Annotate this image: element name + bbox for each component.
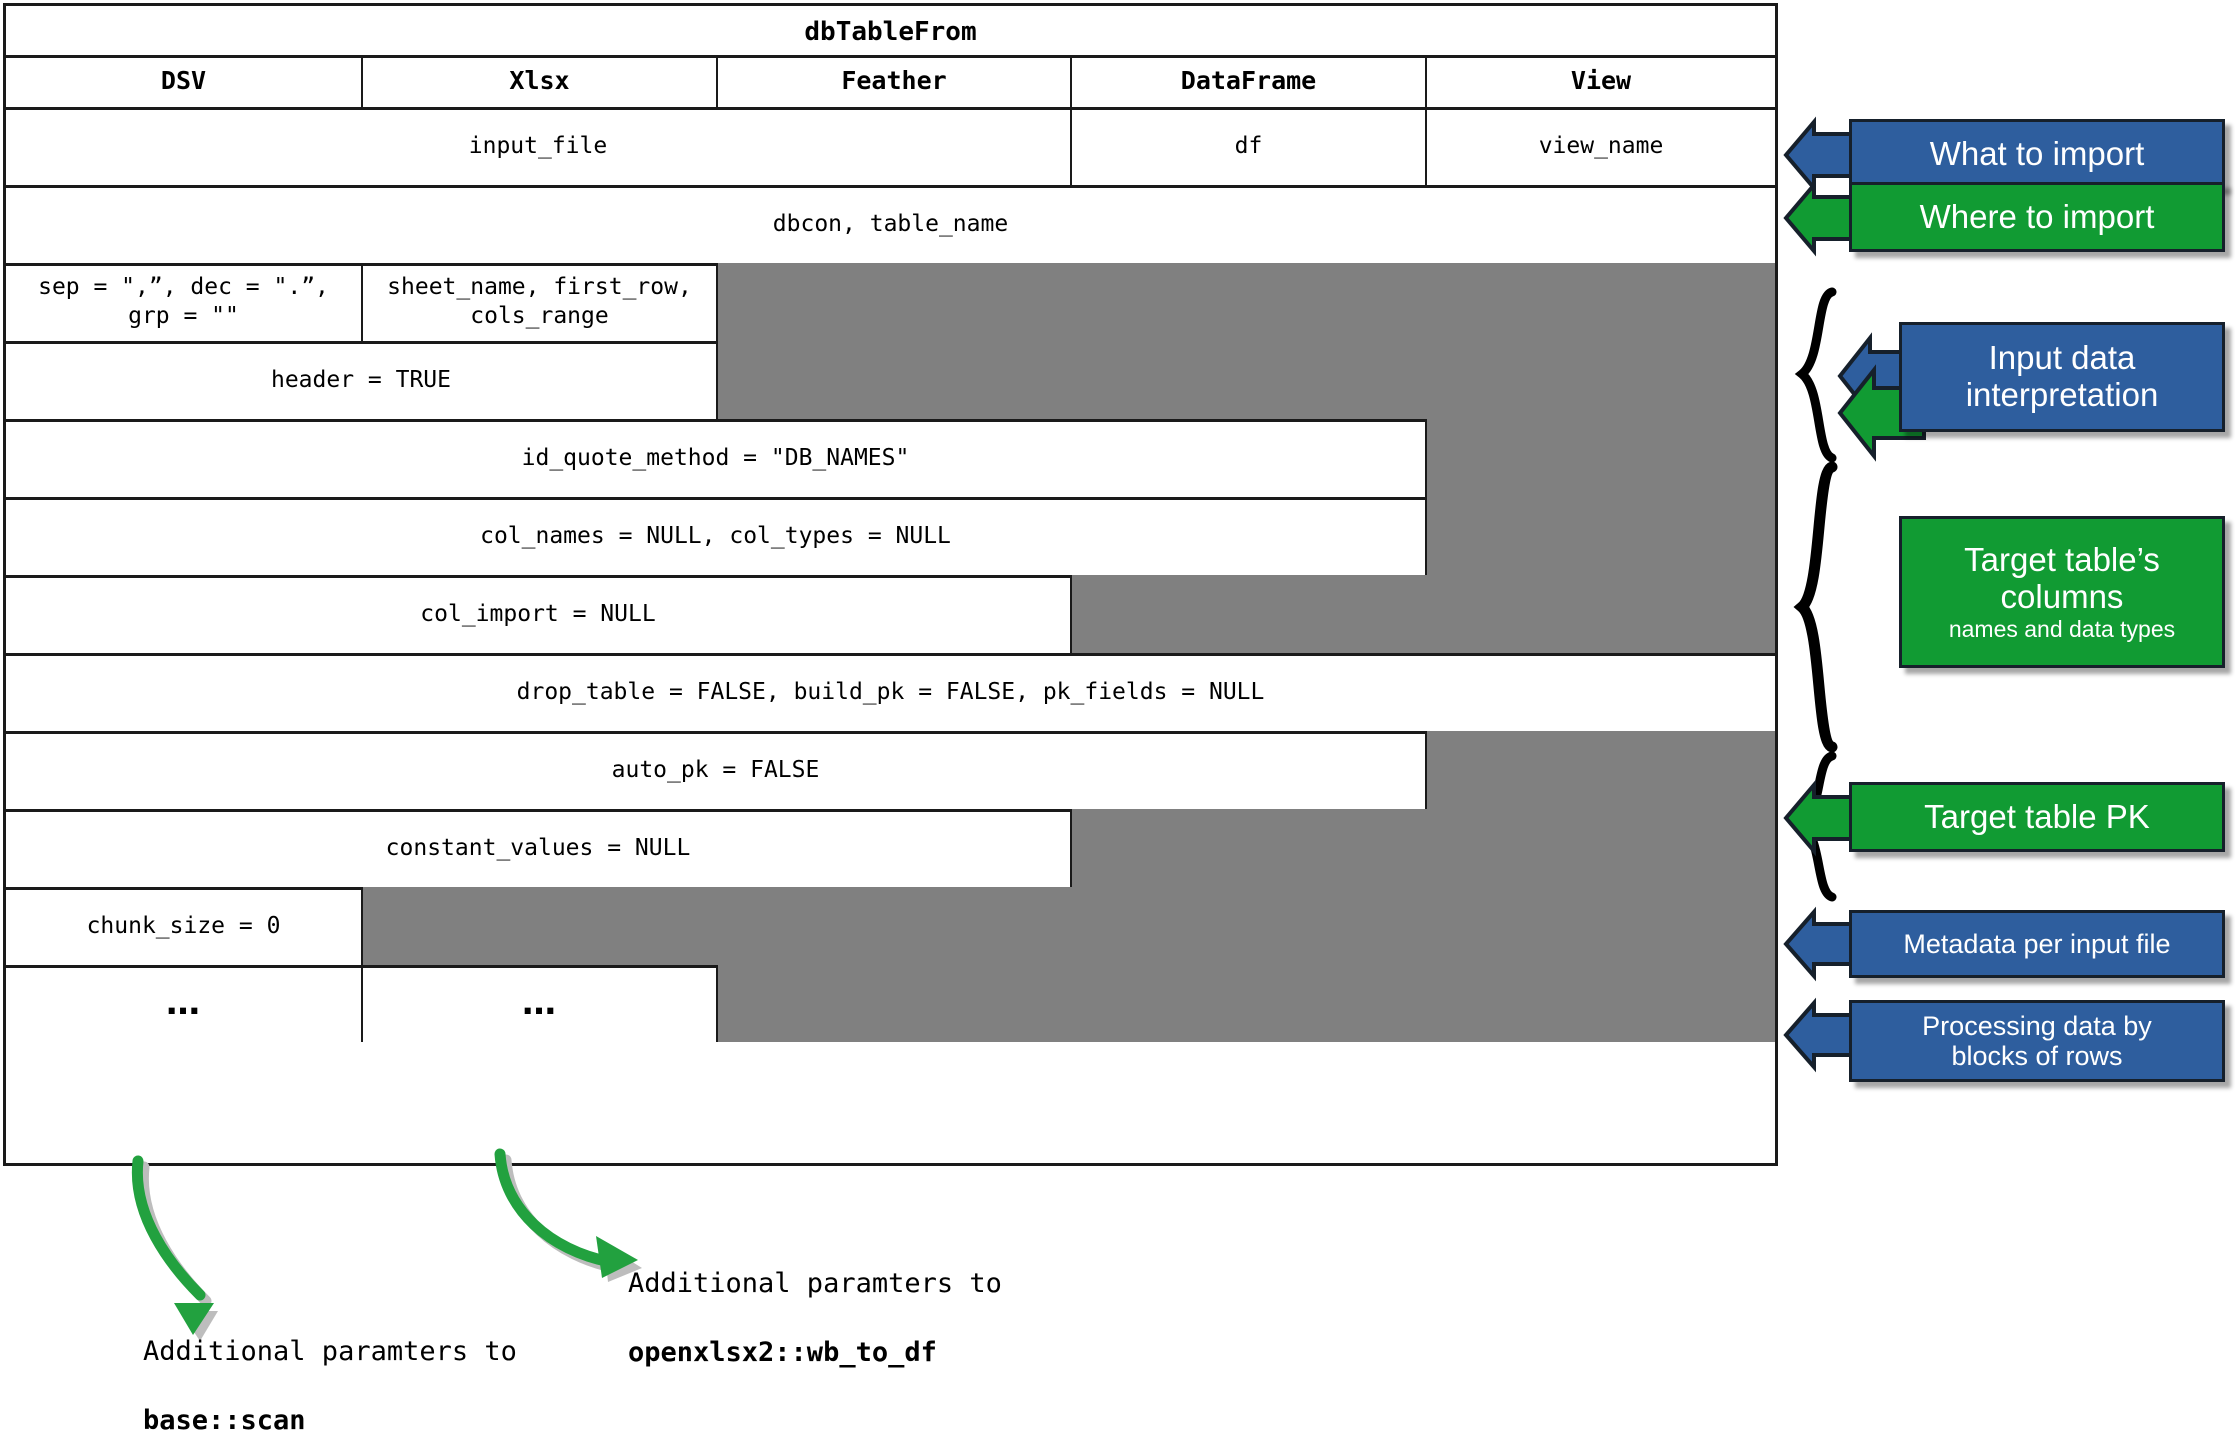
callout-sublabel: names and data types xyxy=(1948,615,2176,642)
note-line2: base::scan xyxy=(143,1404,306,1436)
cell-parameter: dbcon, table_name xyxy=(772,210,1009,237)
divider xyxy=(6,107,1775,110)
row-connection: dbcon, table_name xyxy=(6,185,1775,263)
note-base-scan: Additional paramters to base::scan xyxy=(143,1300,517,1438)
divider xyxy=(6,731,1775,734)
divider xyxy=(6,575,1775,578)
cell-parameter: … xyxy=(363,965,718,1042)
callout-label: What to import xyxy=(1929,134,2145,172)
row-col-import: col_import = NULL xyxy=(6,575,1775,653)
cell-parameter: col_import = NULL xyxy=(6,575,1072,653)
note-wb-to-df: Additional paramters to openxlsx2::wb_to… xyxy=(628,1232,1002,1370)
cell-parameter: view_name xyxy=(1538,132,1664,159)
cell-disabled xyxy=(1427,419,1775,497)
callout-metadata[interactable]: Metadata per input file xyxy=(1849,910,2225,978)
ellipsis-marker: … xyxy=(166,982,201,1023)
callout-input-interpretation[interactable]: Input data interpretation xyxy=(1899,322,2225,432)
brace-target-columns xyxy=(1793,461,1838,753)
cell-parameter: chunk_size = 0 xyxy=(6,887,363,965)
table-title: dbTableFrom xyxy=(804,17,977,47)
note-line1: Additional paramters to xyxy=(628,1267,1002,1299)
row-sep-dec-grp: sep = ",”, dec = ".”, grp = ""sheet_name… xyxy=(6,263,1775,341)
note-line2: openxlsx2::wb_to_df xyxy=(628,1336,937,1368)
divider xyxy=(6,653,1775,656)
brace-input-interpretation xyxy=(1794,287,1837,463)
callout-label: Where to import xyxy=(1919,197,2155,235)
ellipsis-marker: … xyxy=(522,982,557,1023)
callout-label: Target table’s columns xyxy=(1964,540,2160,615)
cell-parameter: col_names = NULL, col_types = NULL xyxy=(6,497,1427,575)
curved-arrow-base-scan xyxy=(131,1155,218,1341)
divider xyxy=(6,809,1775,812)
cell-parameter: id_quote_method = "DB_NAMES" xyxy=(6,419,1427,497)
column-header-dsv: DSV xyxy=(6,55,363,107)
row-drop-build-pk: drop_table = FALSE, build_pk = FALSE, pk… xyxy=(6,653,1775,731)
column-header-dataframe: DataFrame xyxy=(1072,55,1427,107)
cell-parameter: sep = ",”, dec = ".”, grp = "" xyxy=(6,263,363,341)
callout-what-to-import[interactable]: What to import xyxy=(1849,119,2225,189)
callout-where-to-import[interactable]: Where to import xyxy=(1849,182,2225,252)
column-header-view: View xyxy=(1570,66,1632,96)
callout-label: Processing data by blocks of rows xyxy=(1922,1010,2152,1071)
cell-disabled xyxy=(718,341,1775,419)
cell-disabled xyxy=(1072,809,1775,887)
row-auto-pk: auto_pk = FALSE xyxy=(6,731,1775,809)
cell-parameter: sheet_name, first_row, cols_range xyxy=(363,263,718,341)
callout-label: Metadata per input file xyxy=(1903,928,2171,959)
curved-arrow-wb-to-df xyxy=(494,1148,642,1282)
cell-parameter: drop_table = FALSE, build_pk = FALSE, pk… xyxy=(516,678,1265,705)
row-header: header = TRUE xyxy=(6,341,1775,419)
cell-parameter: df xyxy=(1072,107,1427,185)
note-line1: Additional paramters to xyxy=(143,1335,517,1367)
cell-parameter: … xyxy=(6,965,363,1042)
cell-disabled xyxy=(1427,497,1775,575)
callout-target-columns[interactable]: Target table’s columns names and data ty… xyxy=(1899,516,2225,668)
callout-label: Input data interpretation xyxy=(1965,339,2159,413)
cell-parameter: auto_pk = FALSE xyxy=(6,731,1427,809)
divider xyxy=(6,55,1775,58)
cell-parameter: header = TRUE xyxy=(6,341,718,419)
row-constant-values: constant_values = NULL xyxy=(6,809,1775,887)
cell-disabled xyxy=(718,263,1775,341)
row-chunk-size: chunk_size = 0 xyxy=(6,887,1775,965)
cell-parameter: constant_values = NULL xyxy=(6,809,1072,887)
row-id-quote-method: id_quote_method = "DB_NAMES" xyxy=(6,419,1775,497)
callout-processing-blocks[interactable]: Processing data by blocks of rows xyxy=(1849,1000,2225,1082)
divider xyxy=(6,419,1775,422)
cell-disabled xyxy=(718,965,1775,1042)
row-col-names-types: col_names = NULL, col_types = NULL xyxy=(6,497,1775,575)
cell-disabled xyxy=(1427,731,1775,809)
column-header-feather: Feather xyxy=(718,55,1072,107)
cell-disabled xyxy=(363,887,1775,965)
column-header-xlsx: Xlsx xyxy=(363,55,718,107)
divider xyxy=(6,185,1775,188)
callout-target-pk[interactable]: Target table PK xyxy=(1849,782,2225,852)
row-ellipsis: …… xyxy=(6,965,1775,1042)
cell-parameter: input_file xyxy=(6,107,1072,185)
callout-label: Target table PK xyxy=(1924,797,2150,835)
divider xyxy=(6,497,1775,500)
cell-disabled xyxy=(1072,575,1775,653)
